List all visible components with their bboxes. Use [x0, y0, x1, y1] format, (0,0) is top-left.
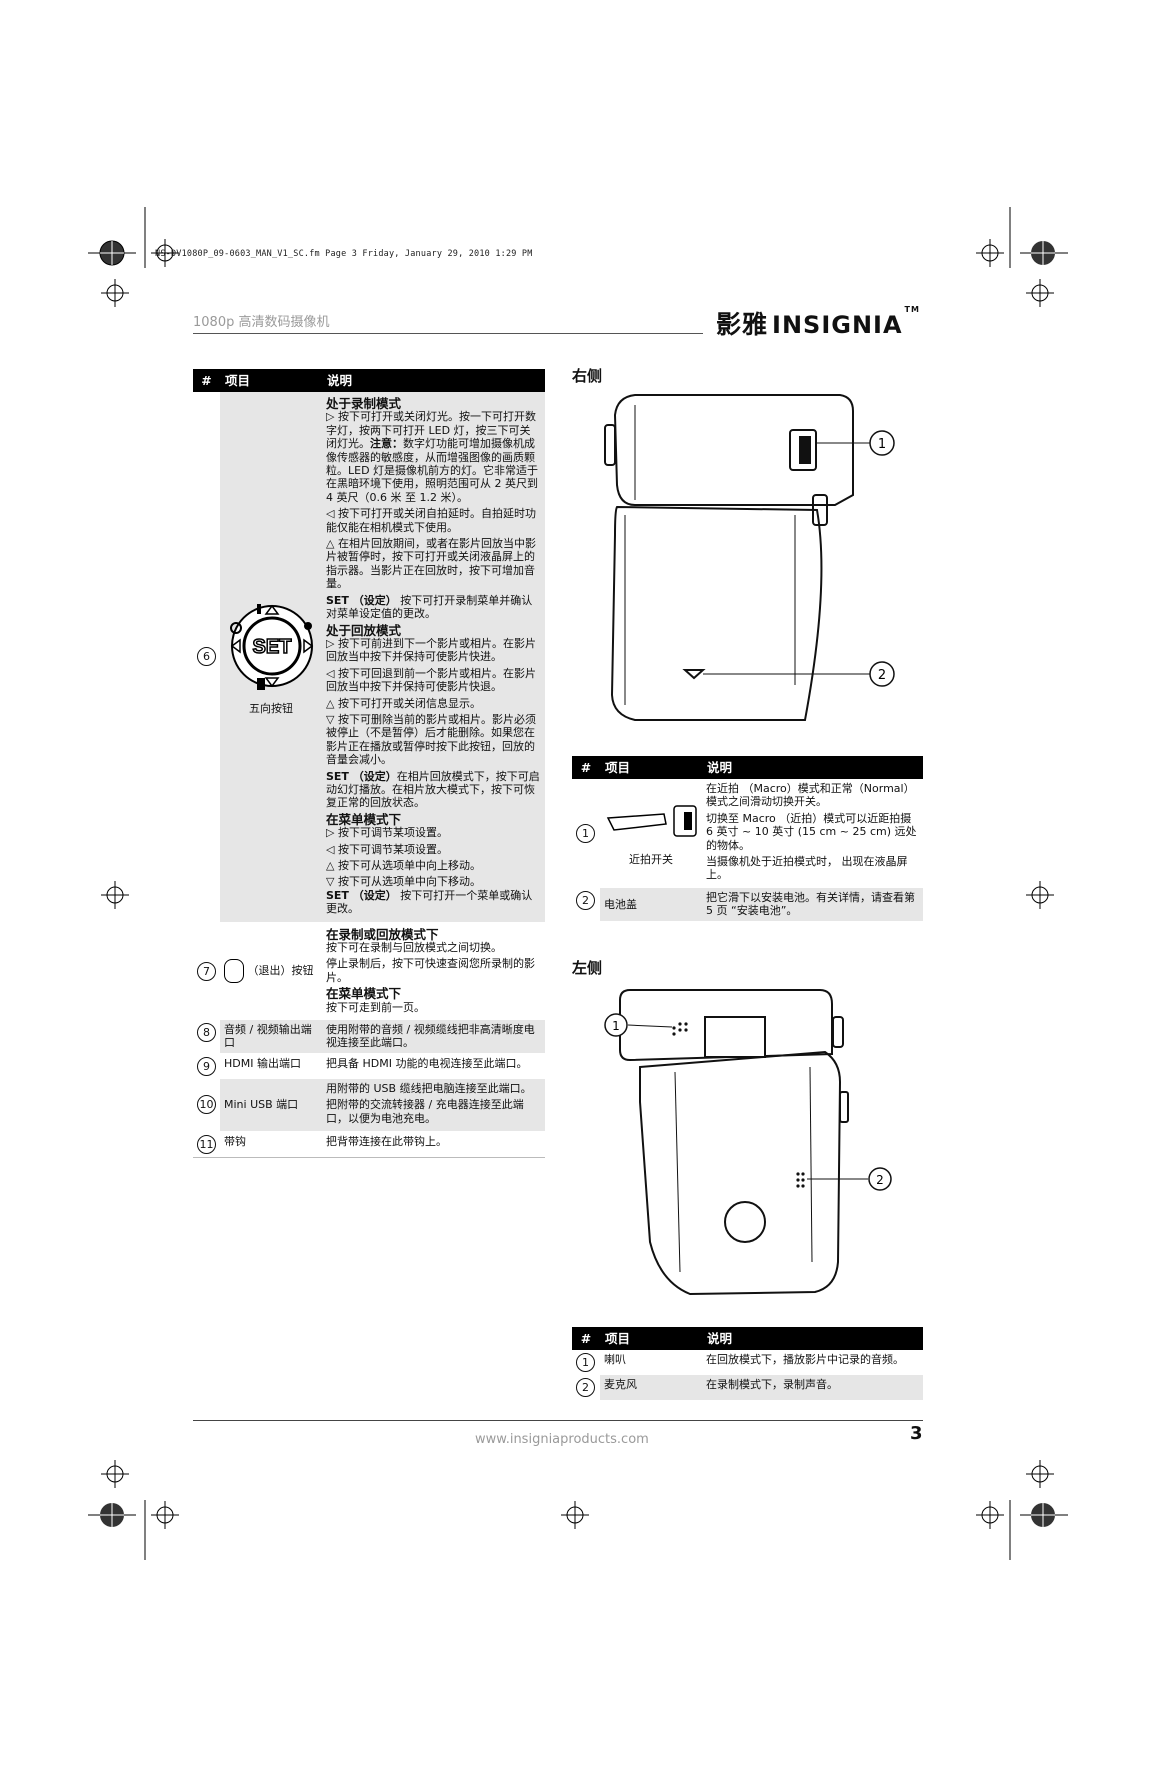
item-label: 音频 / 视频输出端口 [220, 1020, 322, 1054]
section-heading: 处于录制模式 [326, 396, 402, 411]
desc-text: 停止录制后，按下可快速查阅您所录制的影片。 [326, 957, 535, 984]
col-desc: 说明 [322, 369, 545, 392]
row-number: 1 [576, 1353, 595, 1372]
desc-text: SET （设定） 按下可打开录制菜单并确认对菜单设定值的更改。 [326, 593, 533, 621]
desc-text: ◁ 按下可调节某项设置。 [326, 842, 448, 856]
section-heading: 处于回放模式 [326, 622, 402, 638]
col-num: # [193, 369, 220, 392]
item-caption: 五向按钮 [249, 701, 293, 715]
desc-text: △ 按下可从选项单中向上移动。 [326, 859, 481, 872]
desc-text: ▷ 按下可调节某项设置。 [326, 826, 448, 840]
col-item: 项目 [600, 1327, 702, 1350]
desc-text: 把具备 HDMI 功能的电视连接至此端口。 [326, 1056, 528, 1070]
table-row: 10 Mini USB 端口 用附带的 USB 缆线把电脑连接至此端口。 把附带… [193, 1078, 545, 1133]
table-row: 9 HDMI 输出端口 把具备 HDMI 功能的电视连接至此端口。 [193, 1053, 545, 1079]
callout-1: 1 [878, 437, 886, 452]
col-num: # [572, 1327, 600, 1350]
desc-text: SET （设定） 按下可打开一个菜单或确认更改。 [326, 888, 533, 916]
right-side-title: 右侧 [572, 367, 603, 385]
row-number: 8 [197, 1023, 216, 1043]
footer-rule [193, 1420, 923, 1421]
item-label: 喇叭 [604, 1353, 626, 1366]
exit-button-icon [224, 959, 244, 984]
desc-text: ▷ 按下可打开或关闭灯光。按一下可打开数字灯，按两下可打开 LED 灯，按三下可… [326, 410, 539, 504]
table-row: 11 带钩 把背带连接在此带钩上。 [193, 1132, 545, 1158]
desc-text: SET （设定）在相片回放模式下，按下可启动幻灯播放。在相片放大模式下，按下可恢… [326, 769, 540, 810]
camera-right-side-illustration: 1 2 [604, 394, 895, 721]
left-side-table: # 项目 说明 1 喇叭 在回放模式下，播放影片中记录的音频。 2 麦克风 在录… [572, 1327, 923, 1400]
desc-text: ◁ 按下可回退到前一个影片或相片。在影片回放当中按下并保持可使影片快退。 [326, 666, 536, 694]
footer-url[interactable]: www.insigniaproducts.com [475, 1432, 649, 1447]
main-feature-table: # 项目 说明 6 SET 五向按钮 处于录制模式 ▷ 按下可打开或关闭灯 [193, 369, 545, 1158]
table-row: 1 近拍开关 在近拍 （Macro）模式和正常（Normal）模式之间滑动切换开… [572, 779, 923, 888]
right-side-table: # 项目 说明 1 近拍开关 在近拍 （Macro）模式和正常（Normal）模… [572, 756, 923, 921]
desc-text: 当摄像机处于近拍模式时， 出现在液晶屏上。 [706, 855, 908, 882]
desc-text: 在回放模式下，播放影片中记录的音频。 [706, 1353, 904, 1366]
macro-switch-icon [606, 805, 697, 837]
desc-text: ▽ 按下可删除当前的影片或相片。影片必须被停止（不是暂停）后才能删除。如果您在影… [326, 712, 536, 767]
desc-text: ▽ 按下可从选项单中向下移动。 [326, 875, 481, 889]
brand-cn: 影雅 [716, 310, 769, 339]
left-side-title: 左侧 [572, 959, 603, 977]
row-number: 10 [197, 1095, 216, 1115]
svg-text:SET: SET [253, 636, 292, 658]
row-number: 7 [197, 961, 216, 981]
table-row: 2 电池盖 把它滑下以安装电池。有关详情，请查看第 5 页 “安装电池”。 [572, 887, 923, 921]
table-row: 6 SET 五向按钮 处于录制模式 ▷ 按下可打开或关闭灯光。按一下可打开数字灯… [193, 392, 545, 923]
item-label: HDMI 输出端口 [224, 1056, 301, 1070]
desc-text: ◁ 按下可打开或关闭自拍延时。自拍延时功能仅能在相机模式下使用。 [326, 507, 536, 534]
desc-text: 按下可在录制与回放模式之间切换。 [326, 941, 502, 955]
desc-text: 把它滑下以安装电池。有关详情，请查看第 5 页 “安装电池”。 [702, 887, 923, 921]
col-desc: 说明 [702, 1327, 923, 1350]
table-row: 2 麦克风 在录制模式下，录制声音。 [572, 1375, 923, 1400]
desc-text: 把附带的交流转接器 / 充电器连接至此端口，以便为电池充电。 [326, 1098, 524, 1125]
table-row: 1 喇叭 在回放模式下，播放影片中记录的音频。 [572, 1350, 923, 1375]
item-label: 麦克风 [600, 1375, 702, 1400]
col-item: 项目 [600, 756, 702, 779]
table-row: 7 （退出）按钮 在录制或回放模式下 按下可在录制与回放模式之间切换。 停止录制… [193, 922, 545, 1020]
desc-text: 在近拍 （Macro）模式和正常（Normal）模式之间滑动切换开关。 [706, 782, 915, 809]
desc-text: 用附带的 USB 缆线把电脑连接至此端口。 [326, 1081, 532, 1095]
col-num: # [572, 756, 600, 779]
desc-text: 使用附带的音频 / 视频缆线把非高清晰度电视连接至此端口。 [322, 1020, 545, 1054]
callout-1: 1 [612, 1019, 620, 1033]
row-number: 9 [197, 1056, 216, 1076]
row-number: 2 [576, 890, 595, 910]
desc-text: 按下可走到前一页。 [326, 1000, 425, 1014]
col-desc: 说明 [702, 756, 923, 779]
desc-text: △ 按下可打开或关闭信息显示。 [326, 696, 481, 710]
row-number: 2 [576, 1378, 595, 1397]
table-row: 8 音频 / 视频输出端口 使用附带的音频 / 视频缆线把非高清晰度电视连接至此… [193, 1020, 545, 1054]
item-label: 电池盖 [600, 887, 702, 921]
col-item: 项目 [220, 369, 322, 392]
header-title: 1080p 高清数码摄像机 [193, 315, 330, 330]
desc-text: 切换至 Macro （近拍）模式可以近距拍摄 6 英寸 ~ 10 英寸 (15 … [706, 811, 917, 852]
desc-text: △ 在相片回放期间，或者在影片回放当中影片被暂停时，按下可打开或关闭液晶屏上的指… [326, 537, 536, 591]
print-info: NS-DV1080P_09-0603_MAN_V1_SC.fm Page 3 F… [155, 249, 533, 259]
item-caption: 近拍开关 [629, 853, 673, 867]
callout-2: 2 [876, 1173, 884, 1187]
item-label: （退出）按钮 [247, 964, 314, 978]
section-heading: 在菜单模式下 [326, 811, 402, 827]
page-number: 3 [910, 1423, 923, 1444]
five-way-button-icon: SET [230, 604, 314, 691]
desc-text: 在录制模式下，录制声音。 [702, 1375, 923, 1400]
desc-text: 把背带连接在此带钩上。 [326, 1135, 447, 1149]
row-number: 1 [576, 823, 595, 843]
desc-text: ▷ 按下可前进到下一个影片或相片。在影片回放当中按下并保持可使影片快进。 [326, 636, 536, 664]
callout-2: 2 [878, 668, 886, 683]
section-heading: 在录制或回放模式下 [326, 926, 439, 942]
header-rule [193, 333, 703, 334]
item-label: Mini USB 端口 [220, 1078, 322, 1133]
brand-en: INSIGNIA [772, 311, 903, 339]
row-number: 11 [197, 1135, 216, 1155]
section-heading: 在菜单模式下 [326, 986, 402, 1002]
registration-marks [99, 239, 1055, 1529]
camera-left-side-illustration: 1 2 [604, 989, 892, 1296]
item-label: 带钩 [224, 1135, 246, 1149]
row-number: 6 [197, 647, 216, 667]
